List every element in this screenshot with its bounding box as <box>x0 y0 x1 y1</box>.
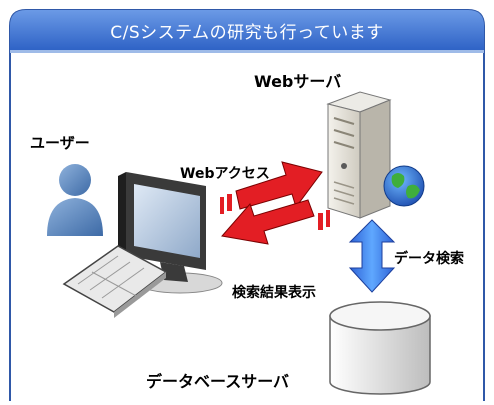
search-result-label: 検索結果表示 <box>232 285 316 301</box>
data-search-label: データ検索 <box>394 251 464 267</box>
search-result-arrow <box>221 199 330 245</box>
header-bar <box>10 10 484 50</box>
data-search-arrow <box>348 219 396 293</box>
web-access-label: Webアクセス <box>180 166 270 182</box>
globe-icon <box>383 165 425 207</box>
user-icon <box>47 164 103 236</box>
db-server-label: データベースサーバ <box>146 372 290 391</box>
database-icon <box>329 301 431 395</box>
web-server-label: Webサーバ <box>254 72 342 91</box>
client-pc-icon <box>62 172 223 318</box>
page-title: C/Sシステムの研究も行っています <box>110 22 384 43</box>
web-server-icon <box>326 91 392 219</box>
user-label: ユーザー <box>30 134 90 152</box>
